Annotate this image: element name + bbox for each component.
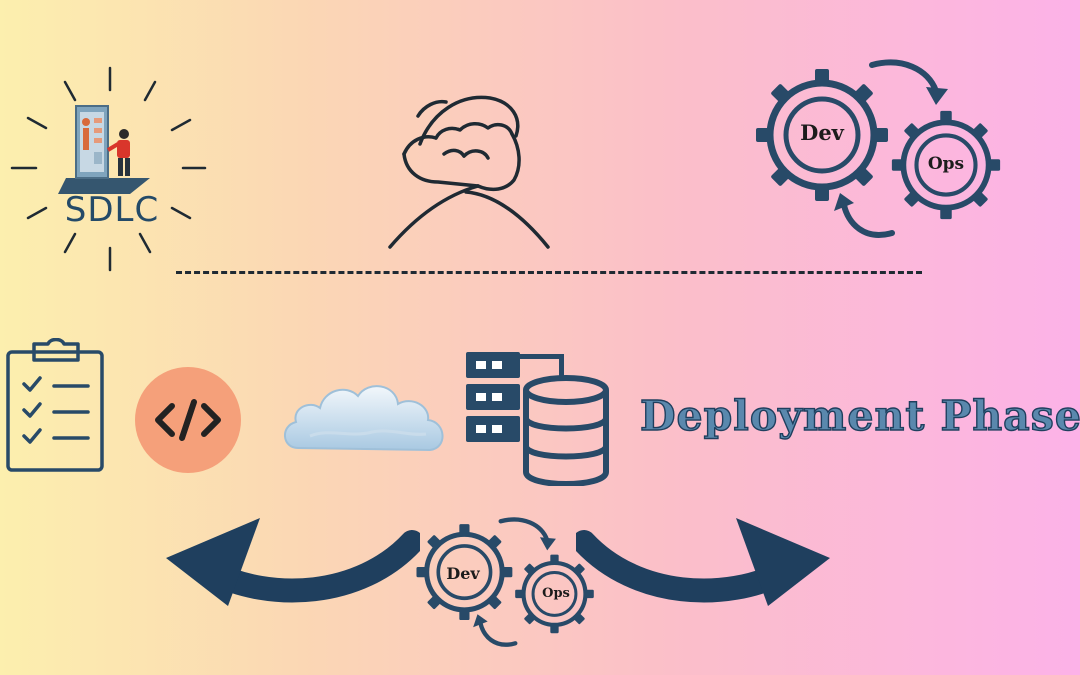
checklist-icon xyxy=(6,338,104,472)
devops-bottom-dev-label: Dev xyxy=(446,564,480,583)
handshake-icon xyxy=(388,95,550,249)
dashed-separator xyxy=(176,271,922,274)
devops-top-dev-label: Dev xyxy=(800,120,844,145)
code-icon xyxy=(135,367,241,473)
sdlc-label: SDLC xyxy=(64,190,160,230)
deployment-phase-title: Deployment Phase xyxy=(639,391,1080,440)
devops-gears-small-icon xyxy=(410,517,606,647)
server-database-icon xyxy=(466,352,609,486)
devops-gears-icon xyxy=(752,59,1012,238)
devops-top-ops-label: Ops xyxy=(927,154,965,174)
devops-bottom-ops-label: Ops xyxy=(542,586,570,601)
curved-arrow-right-icon xyxy=(576,518,830,606)
sdlc-illustration-icon xyxy=(10,66,207,272)
cloud-icon xyxy=(284,385,444,452)
curved-arrow-left-icon xyxy=(166,518,420,606)
